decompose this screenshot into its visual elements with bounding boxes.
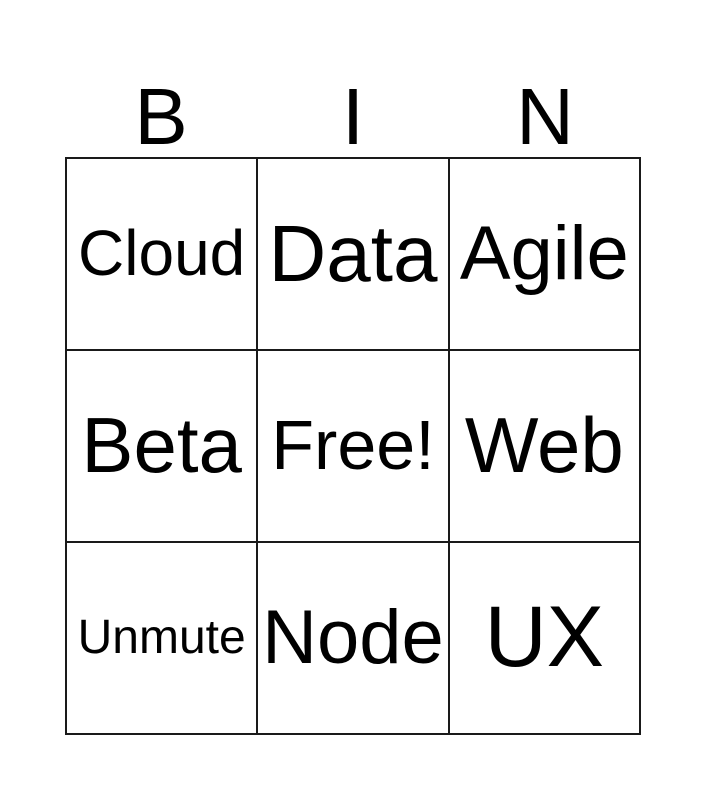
bingo-header-letter-n: N [516,72,574,162]
bingo-cell-label: Cloud [78,217,246,290]
bingo-header-letter-i: I [341,72,365,162]
bingo-cell-label: Web [464,401,624,490]
bingo-cell-label: Node [262,595,444,681]
bingo-cell-label: Data [268,209,438,299]
bingo-cell-n2[interactable]: Web [449,351,641,543]
bingo-cell-i1[interactable]: Data [258,159,450,351]
bingo-header-row: B I N [65,58,641,162]
bingo-cell-n1[interactable]: Agile [449,159,641,351]
bingo-cell-label: UX [484,589,605,686]
bingo-cell-b1[interactable]: Cloud [67,159,259,351]
bingo-header-letter-b: B [134,72,188,162]
bingo-cell-label: Beta [81,401,242,490]
bingo-cell-i3[interactable]: Node [258,543,450,735]
bingo-cell-label: Agile [459,211,629,297]
bingo-cell-n3[interactable]: UX [449,543,641,735]
bingo-cell-i2-free-space[interactable]: Free! [258,351,450,543]
bingo-cell-b2[interactable]: Beta [67,351,259,543]
bingo-grid: Cloud Data Agile Beta Free! Web Unmute N… [65,157,641,735]
bingo-cell-label: Free! [271,406,435,485]
bingo-cell-b3[interactable]: Unmute [67,543,259,735]
bingo-cell-label: Unmute [77,610,246,664]
